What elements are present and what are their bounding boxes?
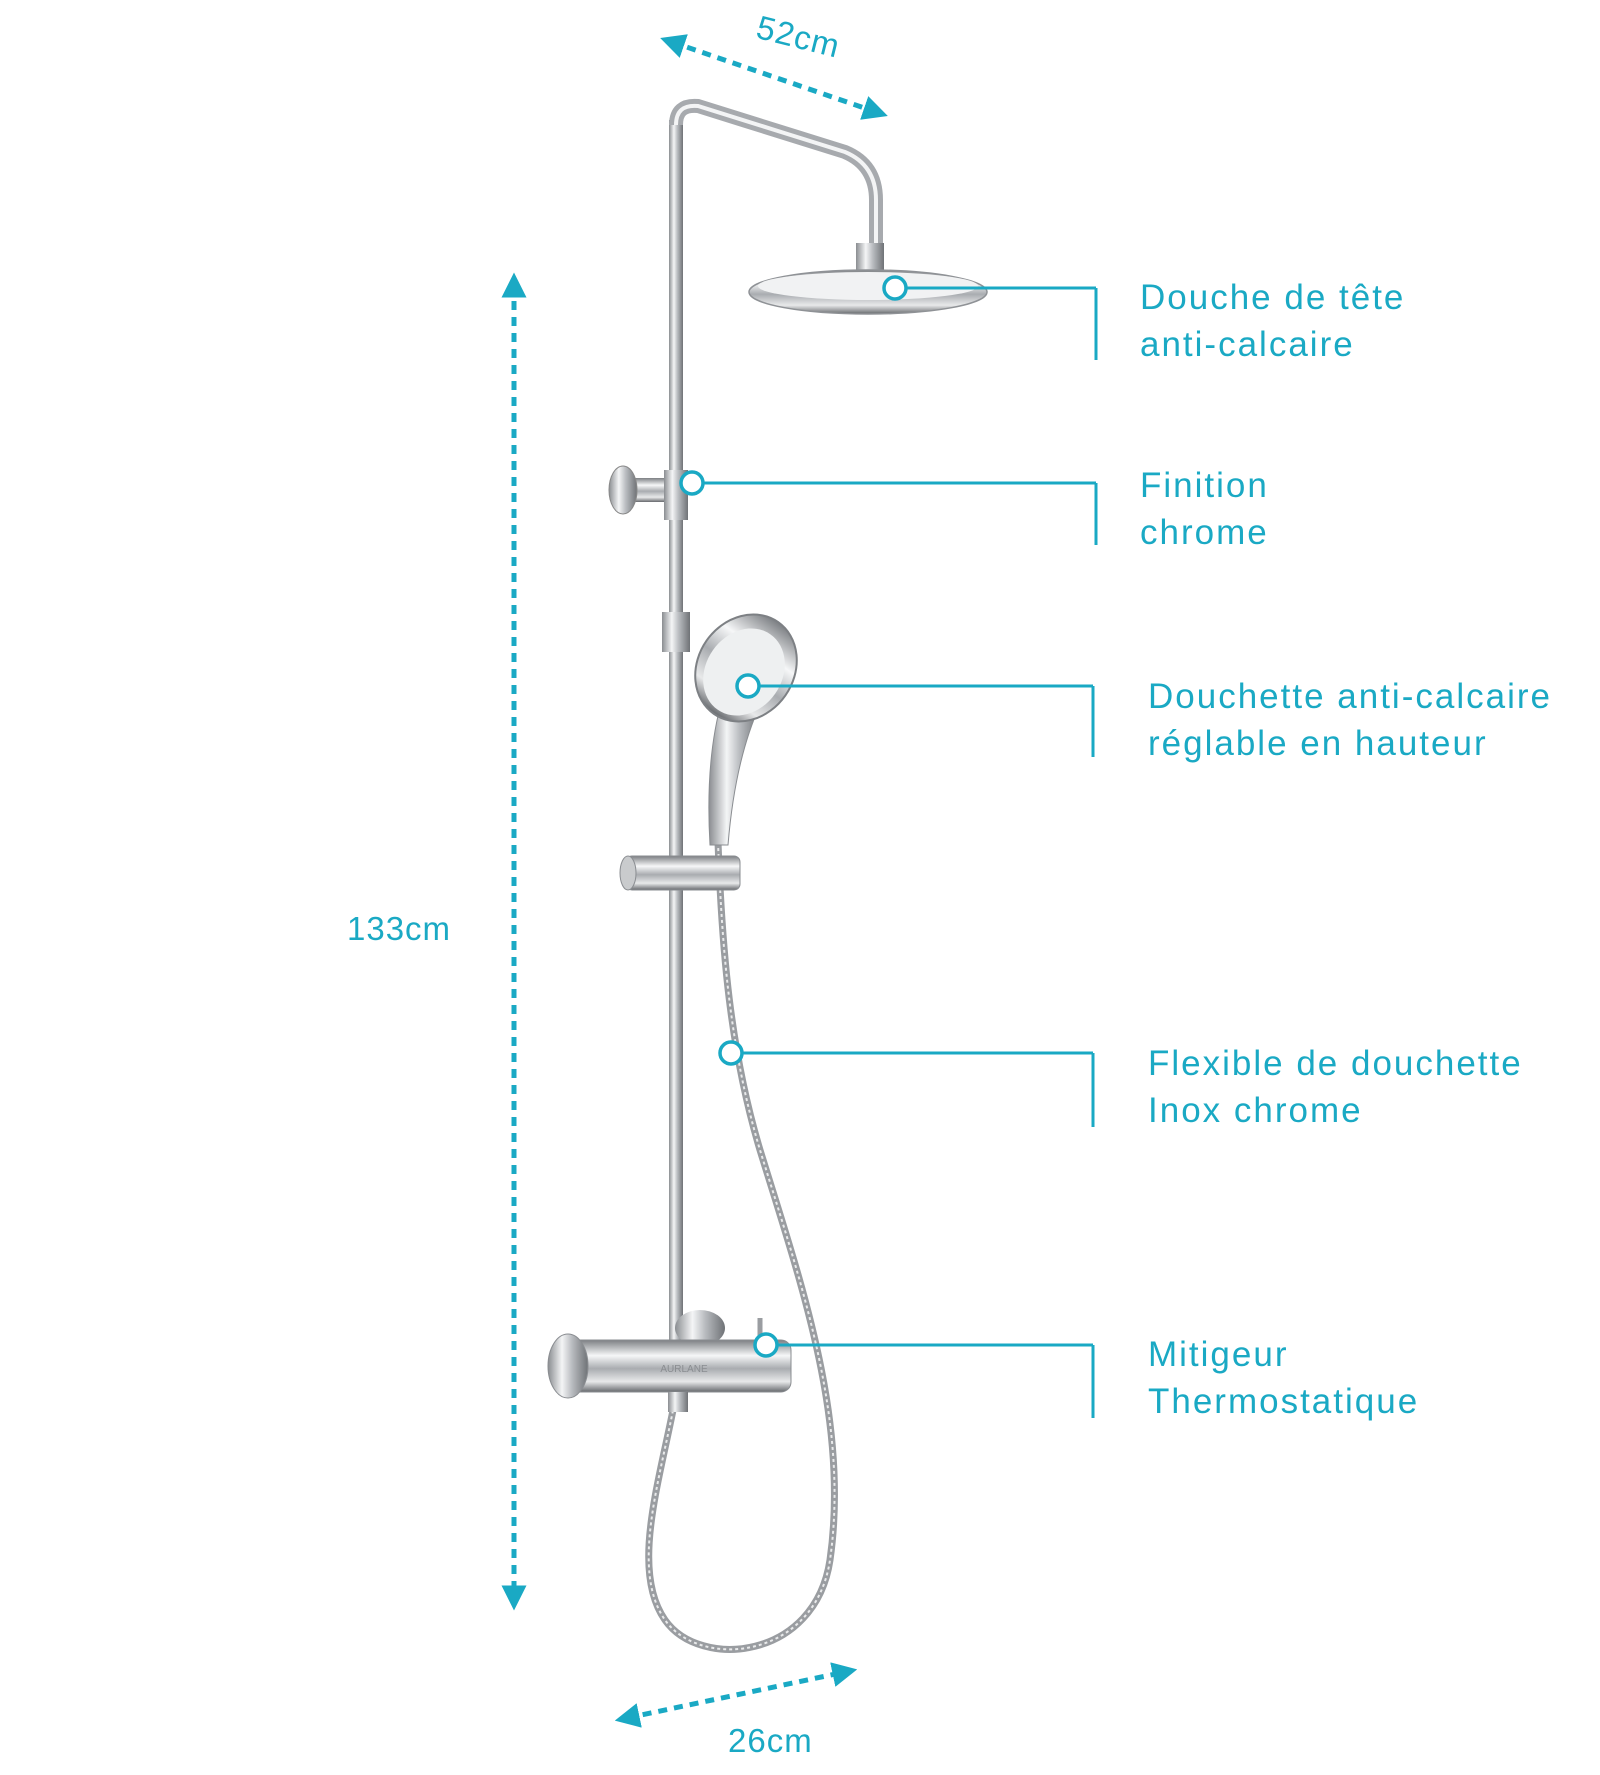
callout-lines <box>692 286 1098 1418</box>
width-bottom-label: 26cm <box>728 1722 813 1759</box>
callout-dots <box>679 275 908 1358</box>
height-label: 133cm <box>347 910 452 947</box>
riser-pipe <box>669 120 683 1350</box>
width-top-arrow <box>660 34 888 120</box>
hand-shower-handle <box>708 699 761 846</box>
mixer-brand: AURLANE <box>660 1364 708 1375</box>
shower-holder <box>625 855 741 891</box>
width-bottom-arrow <box>614 1662 858 1728</box>
shower-arm <box>669 98 883 245</box>
wall-bracket <box>608 465 638 515</box>
